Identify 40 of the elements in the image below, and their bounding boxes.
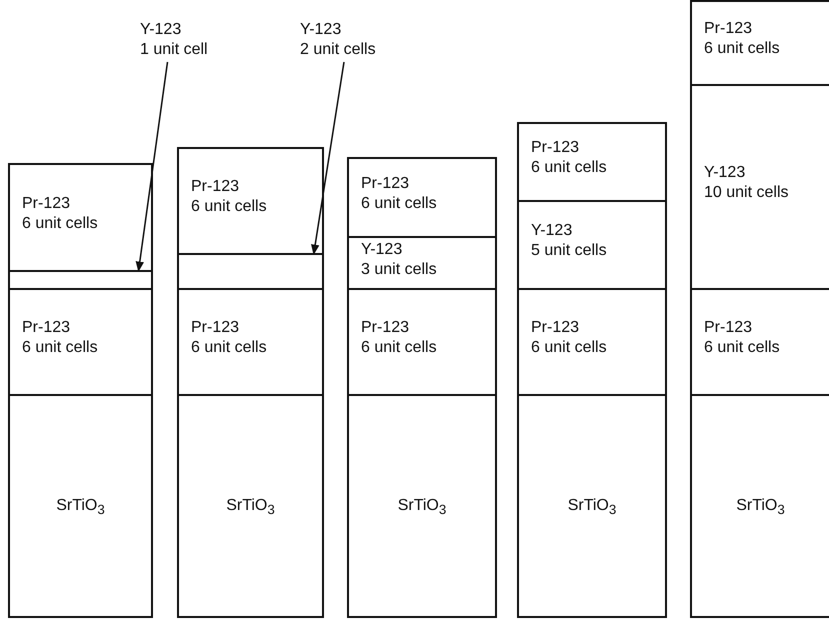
substrate-layer	[177, 394, 324, 618]
layer-label: Pr-123 6 unit cells	[191, 318, 268, 358]
film-layer	[177, 147, 324, 255]
film-layer	[517, 122, 667, 202]
layer-label: Pr-123 6 unit cells	[531, 138, 608, 178]
substrate-layer	[8, 394, 153, 618]
callout-label: Y-123 2 unit cells	[300, 20, 410, 60]
layer-label: Y-123 5 unit cells	[531, 221, 608, 261]
layer-label: Pr-123 6 unit cells	[361, 318, 438, 358]
layer-label: Y-123 3 unit cells	[361, 240, 438, 280]
layer-label: Pr-123 6 unit cells	[191, 177, 268, 217]
film-layer	[177, 253, 324, 290]
layer-label: Y-123 10 unit cells	[704, 163, 790, 203]
leader-arrow	[311, 62, 345, 256]
callout-label: Y-123 1 unit cell	[140, 20, 250, 60]
substrate-label: SrTiO$_{3}$	[225, 496, 276, 520]
film-layer	[8, 270, 153, 290]
layer-label: Pr-123 6 unit cells	[531, 318, 608, 358]
layer-label: Pr-123 6 unit cells	[22, 194, 99, 234]
film-layer	[347, 157, 497, 238]
substrate-label: SrTiO$_{3}$	[396, 496, 448, 520]
layer-label: Pr-123 6 unit cells	[361, 174, 438, 214]
substrate-label: SrTiO$_{3}$	[566, 496, 618, 520]
substrate-label: SrTiO$_{3}$	[55, 496, 106, 520]
layer-label: Pr-123 6 unit cells	[704, 318, 781, 358]
film-layer	[690, 0, 829, 86]
film-layer	[517, 288, 667, 396]
film-layer	[8, 163, 153, 272]
layer-label: Pr-123 6 unit cells	[704, 19, 781, 59]
film-layer	[347, 236, 497, 290]
substrate-label: SrTiO$_{3}$	[735, 496, 786, 520]
substrate-layer	[517, 394, 667, 618]
substrate-layer	[347, 394, 497, 618]
substrate-layer	[690, 394, 829, 618]
layer-label: Pr-123 6 unit cells	[22, 318, 99, 358]
film-layer	[177, 288, 324, 396]
film-layer	[8, 288, 153, 396]
film-layer	[517, 200, 667, 290]
film-layer	[347, 288, 497, 396]
leader-arrow	[136, 62, 168, 272]
